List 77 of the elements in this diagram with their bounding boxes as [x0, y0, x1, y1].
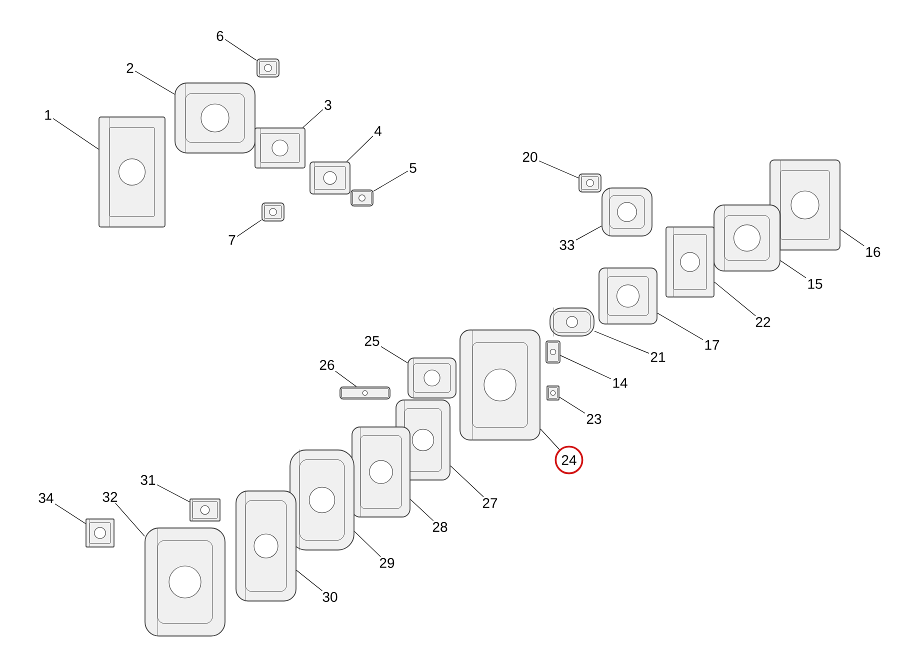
part-drawing [770, 159, 840, 251]
callout-number: 29 [380, 558, 394, 568]
part-drawing [310, 161, 350, 195]
part-drawing [256, 58, 280, 78]
leader-line [540, 428, 560, 450]
part-drawing [546, 385, 560, 401]
leader-line [373, 170, 408, 192]
callout-number: 31 [140, 475, 156, 485]
part-drawing [602, 187, 652, 237]
callout-number: 5 [410, 163, 416, 173]
leader-line [302, 109, 324, 128]
part-drawing [86, 518, 114, 548]
leader-line [335, 370, 357, 387]
leader-line [560, 355, 612, 380]
part-drawing [190, 498, 220, 522]
leader-line [296, 570, 323, 592]
callout-number: 32 [102, 492, 118, 502]
leader-line [410, 499, 434, 522]
callout-number: 4 [374, 126, 382, 136]
callout-number: 6 [216, 31, 224, 41]
part-drawing [666, 226, 714, 298]
leader-line [115, 502, 145, 536]
part-drawing [290, 449, 354, 551]
callout-number: 28 [432, 522, 448, 532]
highlighted-callout-number: 24 [554, 446, 584, 474]
callout-number: 20 [522, 152, 538, 162]
part-drawing [254, 127, 306, 169]
leader-line [657, 312, 704, 340]
part-drawing [460, 329, 540, 441]
part-drawing [352, 426, 410, 518]
part-drawing [578, 173, 602, 193]
callout-number: 14 [613, 378, 628, 388]
part-drawing [174, 82, 256, 154]
leader-line [134, 70, 175, 94]
callout-number: 2 [126, 63, 134, 73]
callout-number: 33 [560, 240, 574, 250]
part-drawing [598, 267, 658, 325]
callout-number: 7 [228, 235, 236, 245]
part-drawing [408, 357, 456, 399]
part-drawing [550, 307, 594, 337]
callout-number: 21 [650, 352, 666, 362]
leader-line [54, 504, 86, 524]
leader-line [346, 136, 374, 162]
callout-number: 1 [45, 110, 52, 120]
leader-line [780, 260, 806, 278]
callout-number: 30 [322, 592, 338, 602]
callout-number: 16 [866, 247, 880, 257]
part-drawing [144, 527, 226, 637]
part-drawing [262, 202, 284, 222]
leader-line [156, 484, 190, 502]
leader-line [840, 229, 864, 246]
leader-line [594, 330, 650, 354]
callout-number: 15 [808, 279, 822, 289]
leader-line [236, 220, 262, 237]
leader-line [224, 39, 257, 61]
callout-number: 23 [586, 414, 602, 424]
callout-number: 3 [324, 100, 332, 110]
callout-number: 27 [482, 498, 498, 508]
part-drawing [350, 189, 374, 207]
callout-number: 25 [364, 336, 380, 346]
part-drawing [236, 490, 296, 602]
leader-line [559, 396, 586, 414]
leader-line [538, 160, 579, 178]
part-drawing [714, 204, 780, 272]
leader-line [380, 346, 408, 364]
callout-number: 17 [705, 340, 720, 350]
leader-line [450, 466, 484, 498]
callout-number: 26 [320, 360, 334, 370]
leader-line [576, 226, 602, 240]
leader-line [354, 531, 381, 558]
part-drawing [340, 386, 390, 400]
leader-line [52, 118, 99, 150]
leader-line [714, 282, 756, 316]
callout-number: 34 [38, 493, 54, 503]
part-drawing [546, 340, 560, 364]
callout-number: 22 [756, 317, 770, 327]
part-drawing [98, 116, 166, 228]
